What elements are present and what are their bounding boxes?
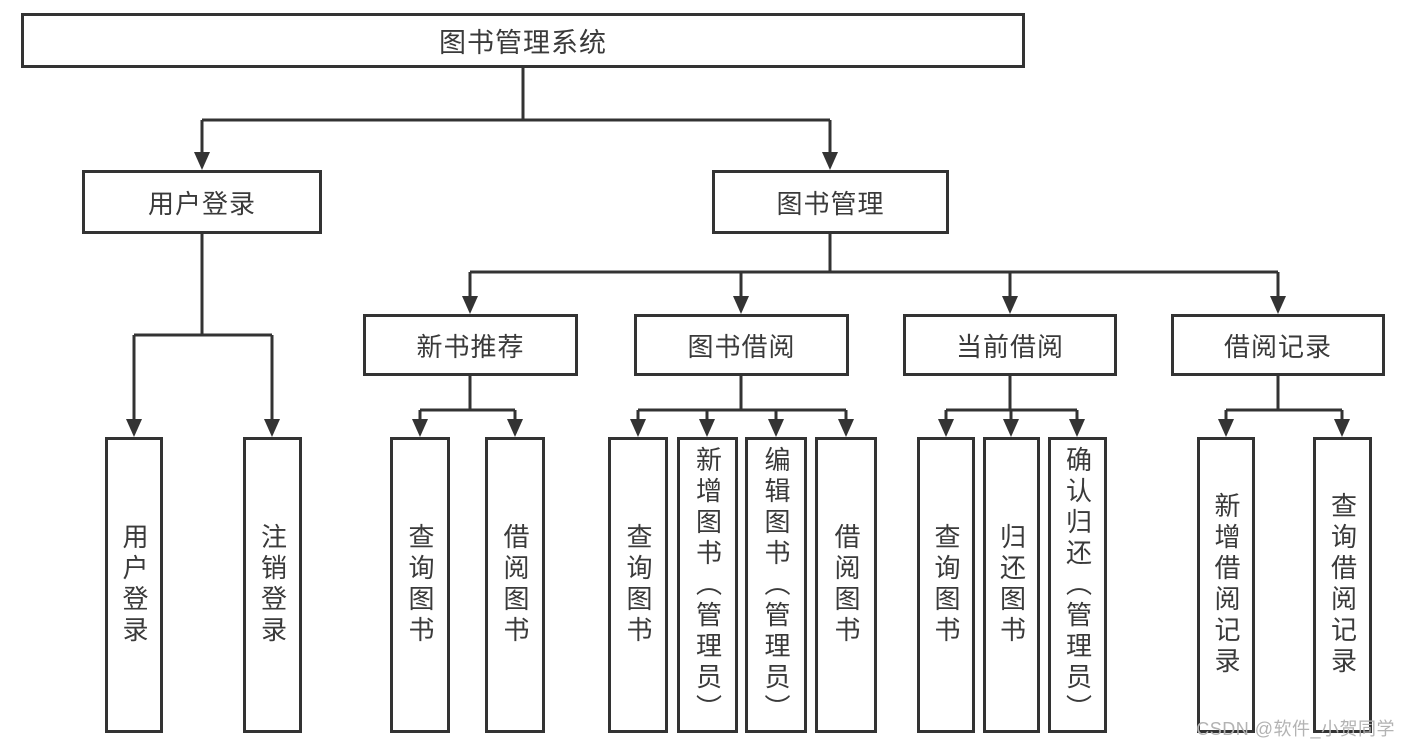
leaf-borrowing-query-books: 查询图书 — [608, 437, 668, 733]
leaf-recommend-query-books: 查询图书 — [390, 437, 450, 733]
leaf-user-login: 用户登录 — [105, 437, 163, 733]
node-book-management: 图书管理 — [712, 170, 949, 234]
leaf-add-books-admin: 新增图书（管理员） — [677, 437, 738, 733]
leaf-return-books: 归还图书 — [983, 437, 1040, 733]
watermark: CSDN @软件_小贺同学 — [1196, 719, 1395, 739]
node-current-borrowing: 当前借阅 — [903, 314, 1117, 376]
leaf-current-query-books: 查询图书 — [917, 437, 975, 733]
leaf-query-borrow-record: 查询借阅记录 — [1313, 437, 1372, 733]
leaf-borrowing-borrow-books: 借阅图书 — [815, 437, 877, 733]
node-user-login: 用户登录 — [82, 170, 322, 234]
node-library-management-system: 图书管理系统 — [21, 13, 1025, 68]
node-book-borrowing: 图书借阅 — [634, 314, 849, 376]
leaf-recommend-borrow-books: 借阅图书 — [485, 437, 545, 733]
leaf-confirm-return-admin: 确认归还（管理员） — [1048, 437, 1107, 733]
leaf-edit-books-admin: 编辑图书（管理员） — [745, 437, 807, 733]
node-borrowing-records: 借阅记录 — [1171, 314, 1385, 376]
leaf-add-borrow-record: 新增借阅记录 — [1197, 437, 1255, 733]
leaf-logout: 注销登录 — [243, 437, 302, 733]
node-new-book-recommendation: 新书推荐 — [363, 314, 578, 376]
